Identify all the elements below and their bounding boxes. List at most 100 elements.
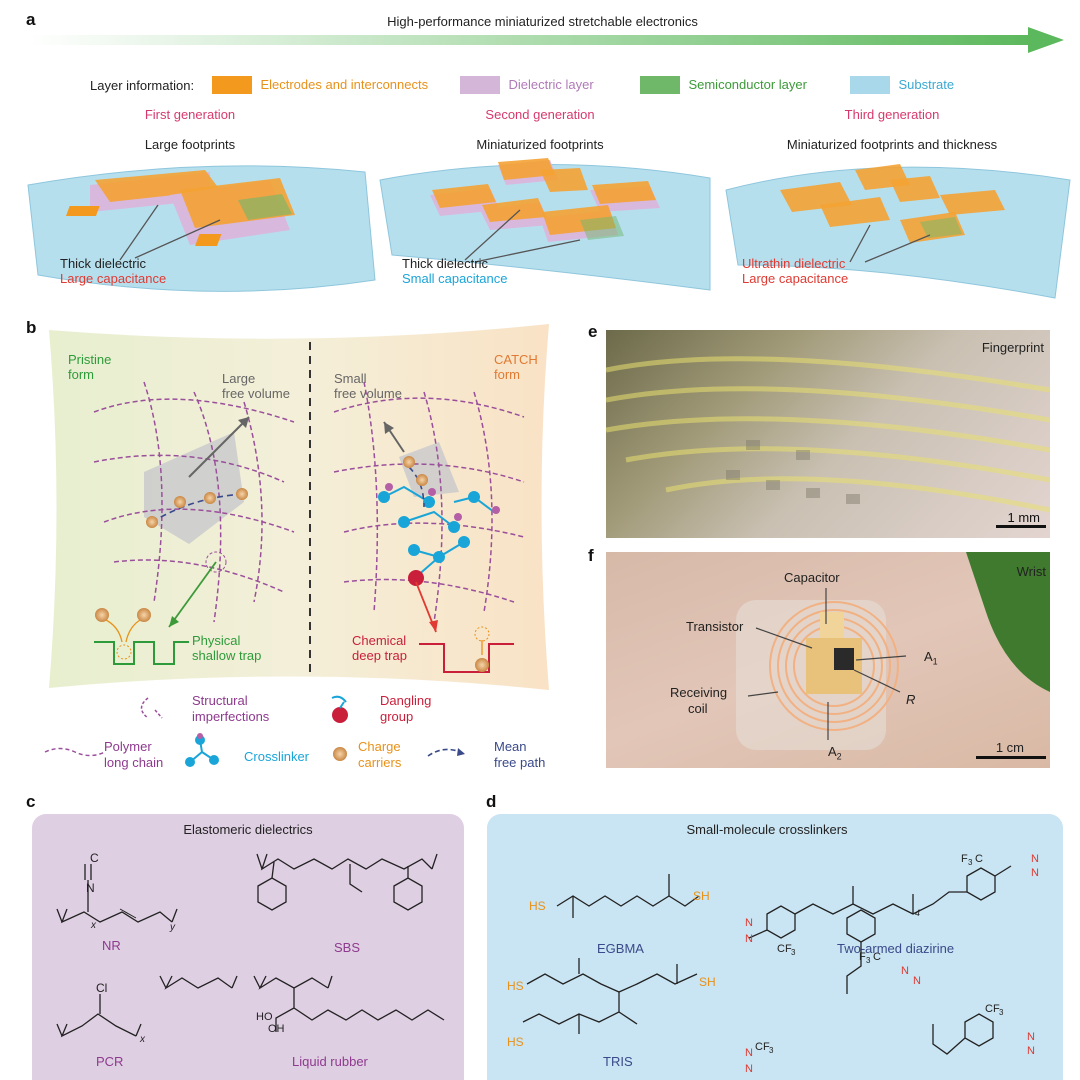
chemical-trap-2: deep trap: [352, 648, 407, 663]
a2-label: A2: [828, 744, 842, 762]
gen2-name: Second generation: [485, 107, 595, 122]
mol-two-armed-diazirine: Two-armed diazirine: [837, 941, 955, 956]
svg-text:N: N: [745, 917, 753, 929]
f-scale-bar: [976, 756, 1046, 759]
svg-text:N: N: [86, 881, 95, 895]
legend-dangling-2: group: [380, 709, 414, 724]
progress-arrow: [28, 27, 1064, 53]
fingerprint-label: Fingerprint: [981, 340, 1044, 355]
panel-a-letter: a: [26, 10, 36, 29]
svg-text:3: 3: [999, 1008, 1004, 1017]
gen2-note2: Small capacitance: [402, 271, 508, 286]
a2-sub: 2: [836, 751, 842, 762]
fingerprint-texture: [606, 356, 1050, 513]
chemical-trap-1: Chemical: [352, 633, 407, 648]
panel-c-letter: c: [26, 792, 36, 811]
svg-text:HO: HO: [256, 1011, 273, 1023]
legend-substrate: Substrate: [850, 76, 954, 94]
svg-text:HS: HS: [529, 899, 546, 913]
layer-info-label: Layer information:: [90, 78, 195, 93]
physical-trap-2: shallow trap: [192, 648, 262, 663]
legend-structural-1: Structural: [192, 693, 248, 708]
mol-sbs: SBS: [334, 940, 361, 955]
svg-text:N: N: [913, 975, 921, 987]
device-illustrations: [27, 158, 1071, 299]
svg-text:C: C: [975, 853, 983, 865]
svg-text:F: F: [961, 853, 968, 865]
svg-text:3: 3: [866, 956, 871, 965]
svg-text:3: 3: [769, 1046, 774, 1055]
physical-trap-1: Physical: [192, 633, 241, 648]
electrode-swatch: [212, 76, 252, 94]
wrist-photo: Wrist Capacitor Transistor Receiving coi…: [606, 552, 1050, 768]
e-scale-text: 1 mm: [1007, 510, 1041, 525]
charge-trap-diagram: [49, 324, 549, 690]
legend-crosslinker: Crosslinker: [244, 749, 310, 764]
svg-text:C: C: [90, 851, 99, 865]
svg-text:CF: CF: [755, 1041, 770, 1053]
svg-text:3: 3: [791, 948, 796, 957]
svg-text:4: 4: [915, 908, 920, 918]
small-fv-2: free volume: [334, 386, 402, 401]
svg-text:CF: CF: [777, 943, 792, 955]
e-scale-bar: [996, 525, 1046, 528]
mol-tris: TRIS: [603, 1054, 633, 1069]
legend-label: Substrate: [898, 77, 955, 93]
catch-label-2: form: [494, 367, 520, 382]
legend-label: Semiconductor layer: [688, 77, 807, 93]
legend-polymer-2: long chain: [104, 755, 164, 770]
legend-structural-2: imperfections: [192, 709, 270, 724]
a1-text: A: [924, 649, 933, 664]
svg-text:HS: HS: [507, 979, 524, 993]
legend-dielectric: Dielectric layer: [460, 76, 594, 94]
legend-charge-1: Charge: [358, 739, 401, 754]
crosslinker-box: Small-molecule crosslinkers: [487, 814, 1063, 1080]
gen3-footprint: Miniaturized footprints and thickness: [786, 137, 998, 152]
svg-text:C: C: [873, 951, 881, 963]
svg-text:y: y: [169, 922, 176, 933]
gen1-footprint: Large footprints: [144, 137, 236, 152]
legend-semiconductor: Semiconductor layer: [640, 76, 807, 94]
svg-text:x: x: [139, 1034, 146, 1045]
elastomer-title: Elastomeric dielectrics: [183, 822, 313, 837]
gen1-note2: Large capacitance: [60, 271, 167, 286]
gen2-sheet: [379, 158, 711, 291]
gen1-note1: Thick dielectric: [60, 256, 146, 271]
svg-text:F: F: [859, 951, 866, 963]
svg-text:N: N: [1027, 1045, 1035, 1057]
a2-text: A: [828, 744, 837, 759]
svg-text:N: N: [745, 1063, 753, 1075]
svg-text:N: N: [745, 1047, 753, 1059]
svg-text:HS: HS: [507, 1035, 524, 1049]
receiving-label-1: Receiving: [670, 685, 728, 700]
gen3-name: Third generation: [844, 107, 940, 122]
capacitor-label: Capacitor: [784, 570, 840, 585]
catch-label-1: CATCH: [494, 352, 538, 367]
wrist-label: Wrist: [1016, 564, 1046, 579]
panel-b-legend-icons: [44, 695, 466, 767]
panel-d-letter: d: [486, 792, 497, 811]
svg-text:x: x: [90, 920, 97, 931]
mol-pcr: PCR: [96, 1054, 124, 1069]
dielectric-swatch: [460, 76, 500, 94]
gen3-sheet: [725, 164, 1071, 299]
svg-text:CF: CF: [985, 1003, 1000, 1015]
svg-text:3: 3: [968, 858, 973, 867]
legend-charge-2: carriers: [358, 755, 402, 770]
legend-meanpath-2: free path: [494, 755, 546, 770]
panel-b-letter: b: [26, 318, 37, 337]
gen1-sheet: [27, 165, 376, 292]
crosslinker-title: Small-molecule crosslinkers: [686, 822, 848, 837]
gen3-note1: Ultrathin dielectric: [742, 256, 846, 271]
svg-text:N: N: [1027, 1031, 1035, 1043]
arrow-title: High-performance miniaturized stretchabl…: [387, 14, 698, 29]
semiconductor-swatch: [640, 76, 680, 94]
mol-egbma: EGBMA: [597, 941, 644, 956]
gen3-note2: Large capacitance: [742, 271, 849, 286]
receiving-label-2: coil: [688, 701, 708, 716]
gen2-note1: Thick dielectric: [402, 256, 488, 271]
svg-text:N: N: [745, 933, 753, 945]
fingerprint-photo: Fingerprint 1 mm: [606, 330, 1050, 538]
svg-text:OH: OH: [268, 1023, 285, 1035]
